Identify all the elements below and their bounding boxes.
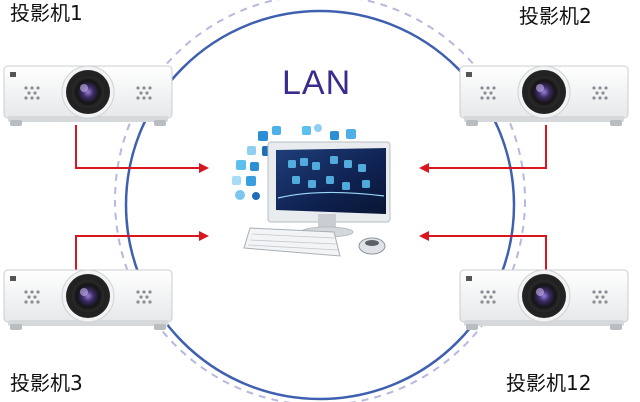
projector-1-label: 投影机1 (10, 1, 83, 25)
projector-12-image (459, 269, 629, 331)
projector-2-image (459, 65, 629, 127)
lan-ring (124, 9, 516, 401)
arrow-projector3-to-computer (75, 231, 209, 274)
lan-label: LAN (282, 64, 352, 102)
projector-3-label: 投影机3 (10, 371, 83, 395)
lan-ring-outer-dashed (114, 0, 526, 402)
arrow-projector2-to-computer (419, 125, 547, 173)
computer-illustration (232, 124, 391, 257)
arrow-projector12-to-computer (419, 231, 547, 274)
arrow-projector1-to-computer (75, 125, 209, 173)
projector-3-image (3, 269, 173, 331)
projector-1-image (3, 65, 173, 127)
app-icons-cloud (232, 124, 356, 200)
projector-2-label: 投影机2 (519, 4, 592, 28)
projector-12-label: 投影机12 (506, 371, 592, 395)
